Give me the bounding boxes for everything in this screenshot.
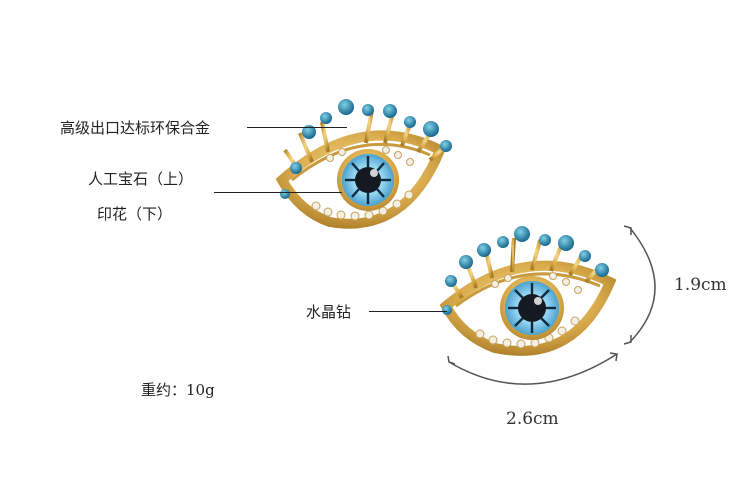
height-arrow: [623, 225, 656, 345]
label-crystal: 水晶钻: [306, 303, 352, 321]
dimension-width: 2.6cm: [506, 409, 559, 429]
earring-top-left: [275, 99, 452, 229]
label-weight: 重约：10g: [141, 381, 215, 399]
width-arrow: [447, 352, 618, 385]
leader-line-stone: [214, 192, 342, 193]
leader-line-crystal: [369, 311, 447, 312]
label-alloy: 高级出口达标环保合金: [60, 119, 211, 137]
earring-bottom-right: [439, 226, 617, 356]
label-stone-top: 人工宝石（上）: [88, 170, 194, 188]
leader-line-alloy: [247, 127, 347, 128]
label-print-bottom: 印花（下）: [97, 205, 173, 223]
dimension-height: 1.9cm: [674, 275, 727, 295]
